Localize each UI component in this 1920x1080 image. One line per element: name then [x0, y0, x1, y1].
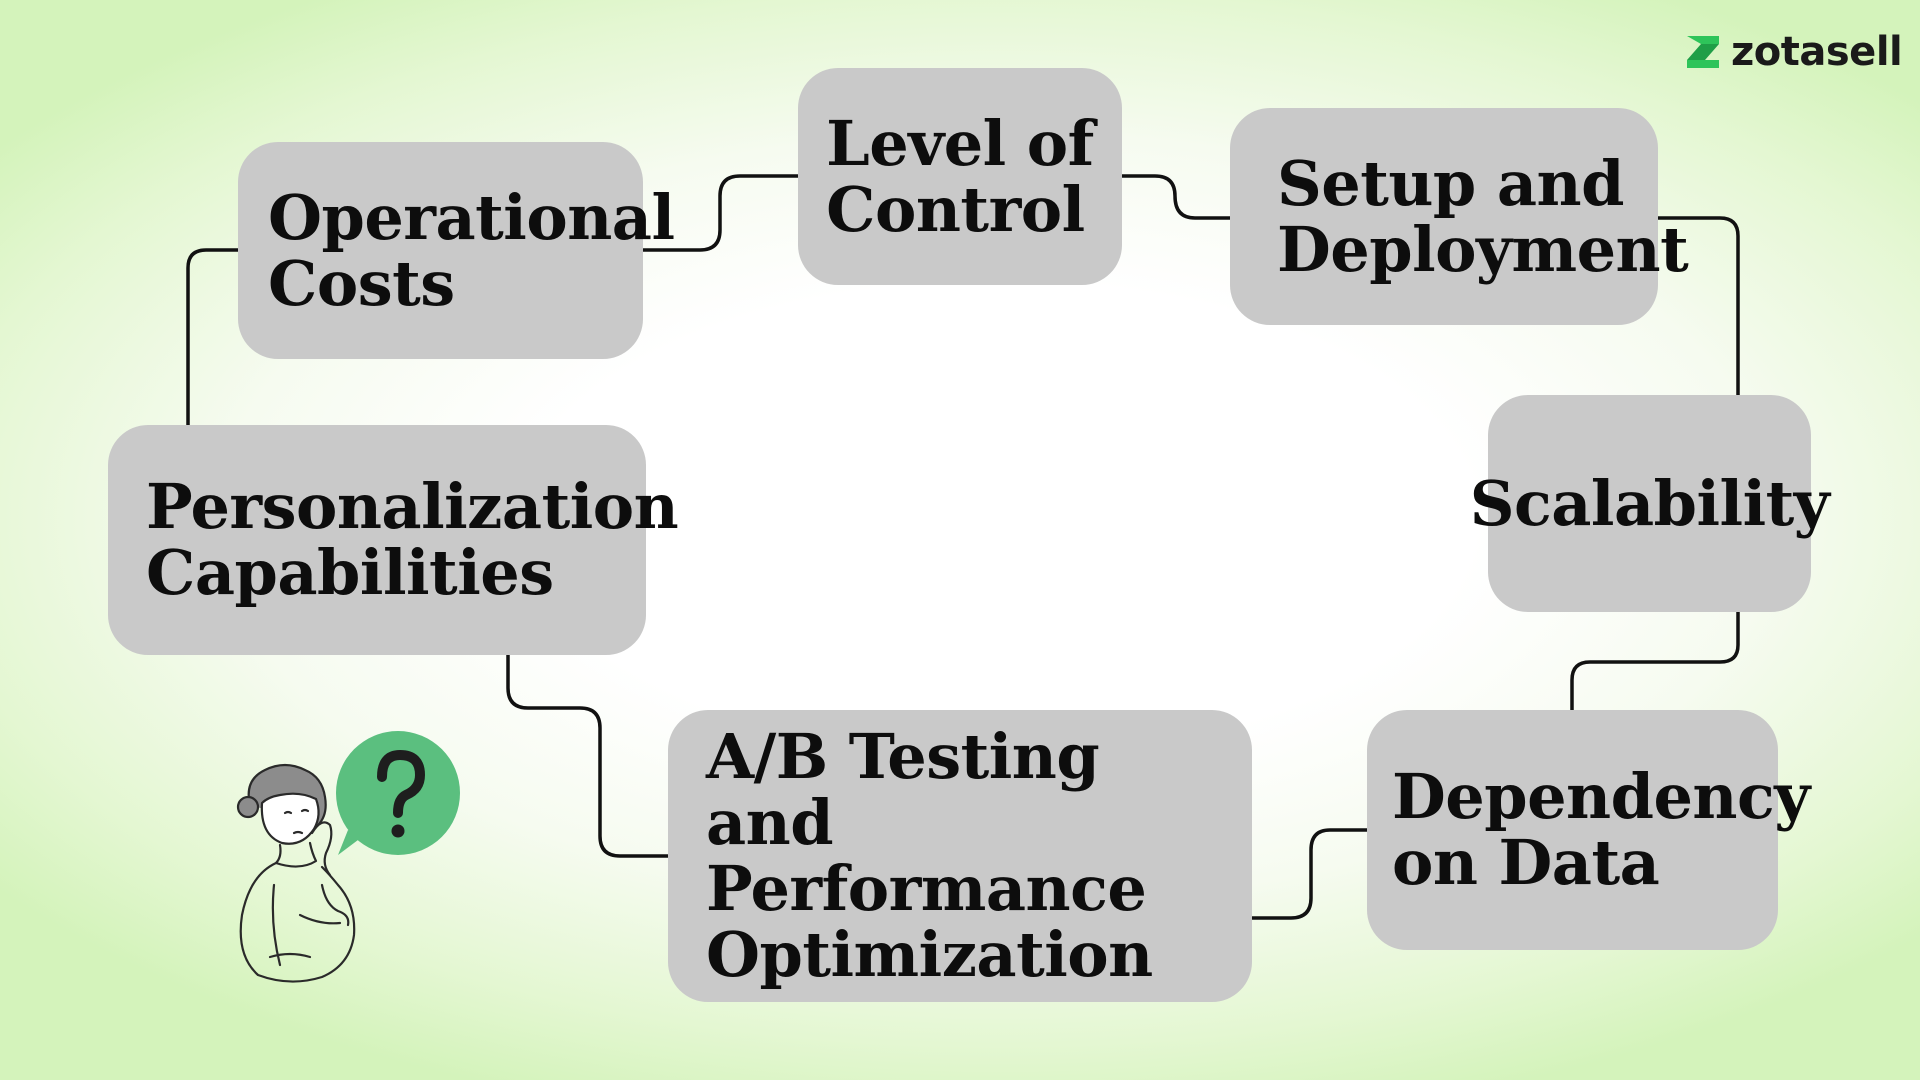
connector-costs-control [641, 174, 800, 252]
node-label: Level of Control [826, 106, 1094, 246]
connector-abtesting-personalization [506, 653, 670, 858]
node-operational-costs: Operational Costs [238, 142, 675, 359]
question-mark-icon [336, 731, 460, 855]
node-level-of-control: Level of Control [798, 68, 1122, 285]
node-dependency-on-data: Dependency on Data [1367, 710, 1810, 950]
node-label: A/B Testing and Performance Optimization [706, 720, 1153, 991]
node-label: Operational Costs [268, 180, 675, 320]
node-setup-and-deployment: Setup and Deployment [1230, 108, 1689, 325]
node-label: Setup and Deployment [1277, 146, 1689, 286]
brand-name: zotasell [1731, 29, 1903, 75]
brand-logo: zotasell [1683, 29, 1903, 75]
node-label: Personalization Capabilities [146, 470, 679, 609]
zotasell-logo-icon [1687, 36, 1719, 68]
connector-scalability-dependency [1570, 610, 1740, 712]
node-personalization-capabilities: Personalization Capabilities [108, 425, 679, 655]
connector-personalization-costs [186, 248, 240, 427]
connector-dependency-abtesting [1250, 828, 1369, 920]
connector-setup-scalability [1656, 216, 1740, 397]
node-scalability: Scalability [1470, 395, 1830, 612]
connector-control-setup [1120, 174, 1232, 220]
node-label: Scalability [1469, 466, 1830, 540]
node-ab-testing: A/B Testing and Performance Optimization [668, 710, 1252, 1002]
node-label: Dependency on Data [1392, 760, 1810, 899]
thinking-person-icon [236, 731, 460, 983]
